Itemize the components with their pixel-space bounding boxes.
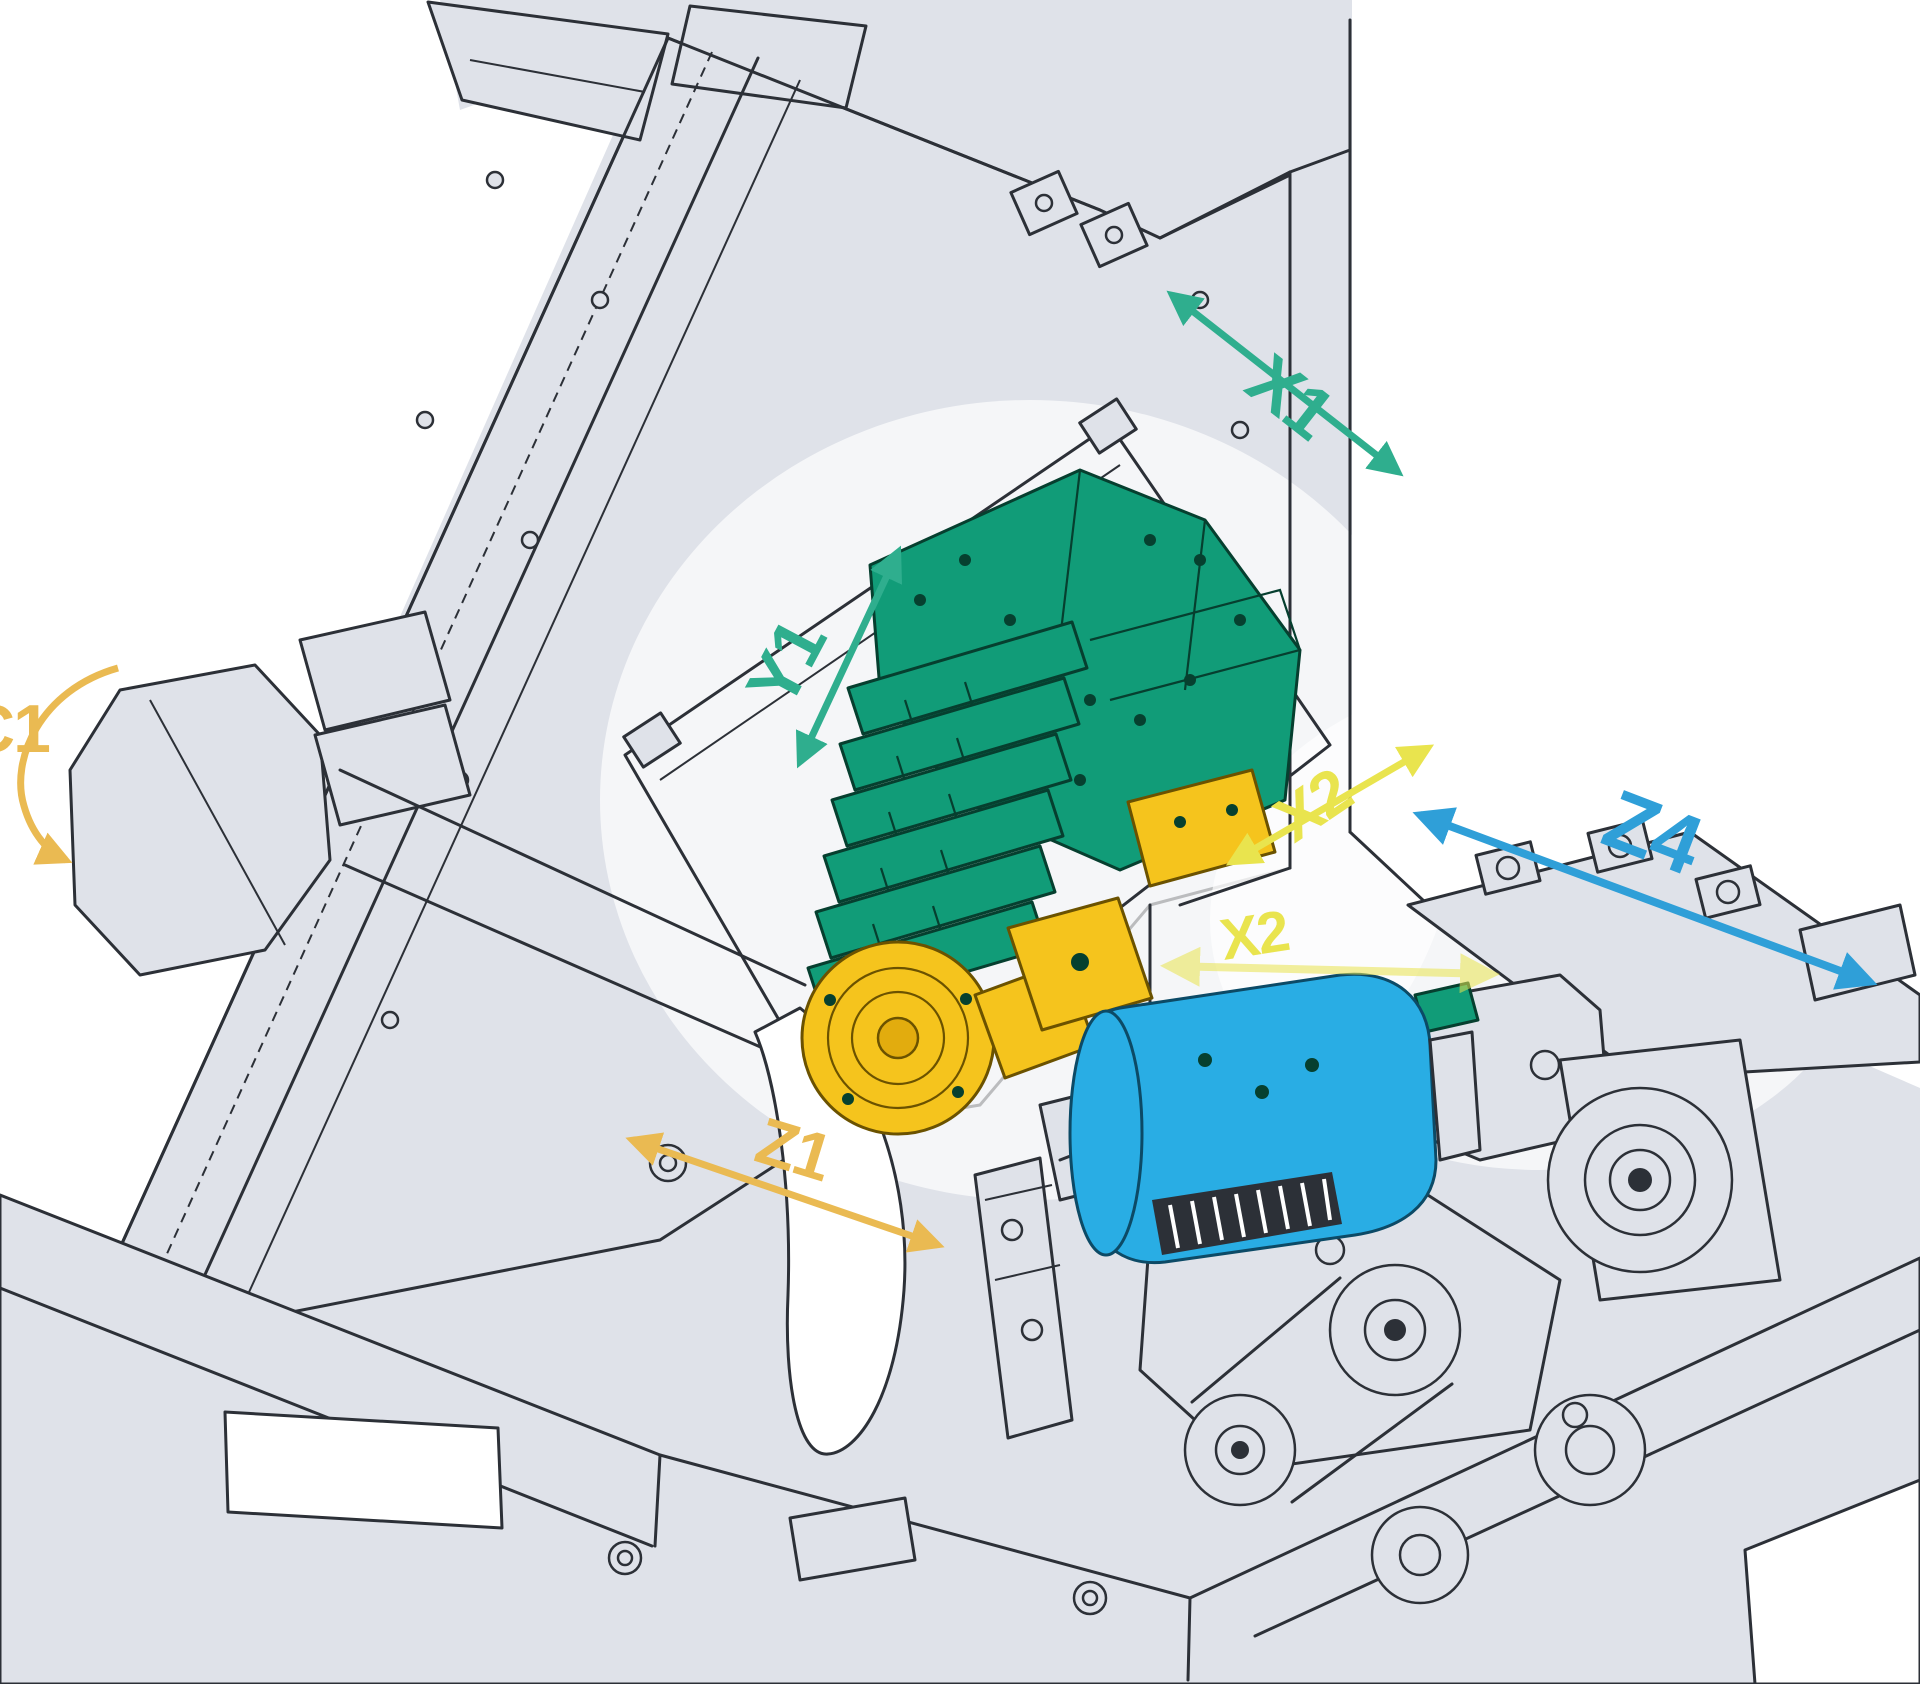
axis-arrow-x2-upper [1225, 744, 1435, 866]
spindle-motor-octagon [68, 663, 332, 977]
axis-c1: C1 [0, 664, 119, 865]
belt [1290, 1382, 1454, 1504]
motor-shaft-end [1428, 1030, 1482, 1162]
axis-arrow-y1 [795, 545, 903, 769]
edge-tab [1009, 169, 1079, 237]
axis-label-x2-lower: X2 [1216, 898, 1292, 973]
tool-post-bracket [973, 1156, 1074, 1440]
base-white-box [1743, 1478, 1920, 1684]
edge-tab [1079, 201, 1149, 269]
belt [1190, 1276, 1342, 1404]
base-white-slab [223, 1410, 504, 1530]
axis-arrow-z4 [1412, 807, 1878, 990]
axis-arrow-c1 [17, 664, 119, 865]
counter-spindle-motor [1068, 972, 1482, 1265]
axis-arrow-z1 [625, 1132, 945, 1253]
bed-top-overhang [426, 0, 670, 142]
bed-rail-line [186, 56, 760, 1314]
main-spindle-housing [68, 610, 807, 1062]
motor-end-cap [1068, 1009, 1144, 1257]
axis-arrow-x1 [1166, 290, 1404, 477]
axis-label-c1: C1 [0, 691, 49, 767]
